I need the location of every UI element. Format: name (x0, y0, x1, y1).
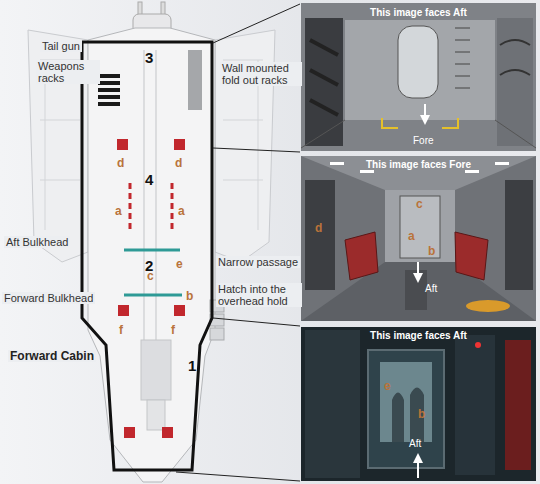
photo-caption: This image faces Aft (370, 7, 467, 18)
part-label: Narrow passage (216, 256, 300, 268)
callout-letter: b (428, 245, 435, 257)
callout-letter: a (115, 205, 122, 217)
photo-door (301, 327, 536, 481)
part-label: Forward Cabin (8, 350, 96, 362)
part-label: Hatch into the overhead hold (216, 283, 302, 307)
spine (141, 50, 171, 430)
bench (130, 183, 172, 232)
callout-letter: a (178, 205, 185, 217)
direction-label: Fore (413, 135, 434, 146)
callout-letter: a (408, 230, 415, 242)
callout-number: 4 (145, 172, 153, 187)
callout-letter: e (384, 380, 391, 392)
callout-letter: b (186, 290, 193, 302)
photo-caption: This image faces Fore (366, 159, 471, 170)
cabin-outline (82, 42, 212, 470)
callout-number: 1 (188, 358, 196, 373)
part-label: Forward Bulkhead (2, 292, 95, 304)
photo-panel: This image faces AftAft (301, 327, 536, 481)
weapons-rack (98, 74, 120, 106)
callout-letter: b (418, 408, 425, 420)
seat (117, 139, 185, 438)
callout-number: 3 (145, 50, 153, 65)
photo-panel: This image faces AftFore (301, 3, 536, 151)
callout-letter: f (171, 324, 175, 336)
photo-fore (301, 156, 536, 321)
part-label: Weapons racks (36, 60, 100, 84)
part-label: Wall mounted fold out racks (220, 62, 302, 86)
bulkhead (124, 250, 182, 295)
callout-letter: d (315, 222, 322, 234)
photo-caption: This image faces Aft (370, 330, 467, 341)
callout-letter: e (176, 258, 183, 270)
direction-label: Aft (409, 438, 421, 449)
fold-out-rack (188, 50, 202, 110)
callout-letter: c (147, 270, 154, 282)
photo-panel: This image faces ForeAft (301, 156, 536, 321)
part-label: Tail gun (40, 40, 82, 52)
part-label: Aft Bulkhead (4, 236, 70, 248)
direction-label: Aft (425, 283, 437, 294)
photo-aft (301, 3, 536, 151)
callout-letter: f (119, 324, 123, 336)
callout-letter: d (117, 157, 124, 169)
callout-letter: d (175, 157, 182, 169)
callout-letter: c (416, 198, 423, 210)
